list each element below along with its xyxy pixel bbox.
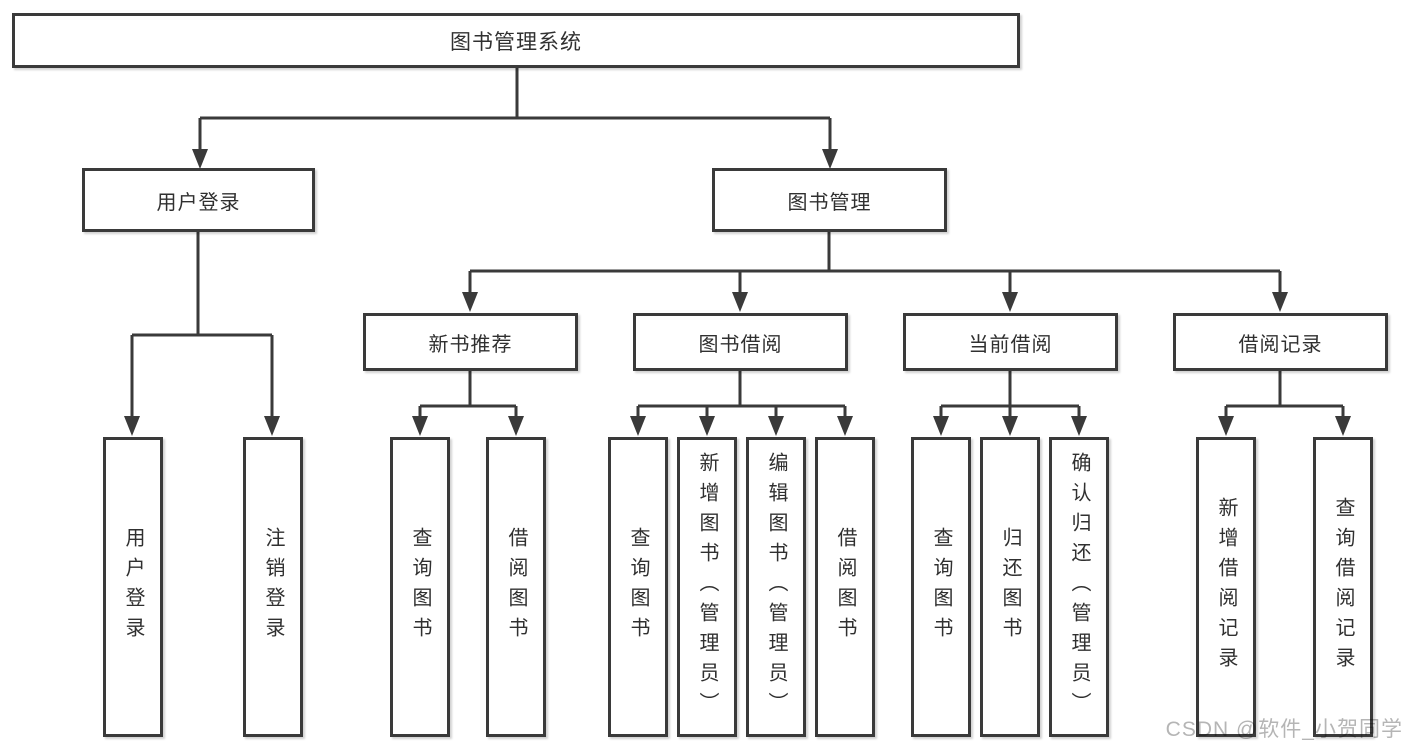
leaf-confirm-return-admin: 确认归还（管理员） <box>1049 437 1109 737</box>
leaf-edit-book-admin: 编辑图书（管理员） <box>746 437 806 737</box>
connector-book-management-children <box>462 232 1288 312</box>
connector-book-borrowing-children <box>630 371 853 436</box>
node-borrowing-records: 借阅记录 <box>1173 313 1388 371</box>
leaf-return-books: 归还图书 <box>980 437 1040 737</box>
leaf-logout: 注销登录 <box>243 437 303 737</box>
leaf-add-book-admin: 新增图书（管理员） <box>677 437 737 737</box>
leaf-add-borrow-record: 新增借阅记录 <box>1196 437 1256 737</box>
connector-root-to-level2 <box>192 68 838 169</box>
connector-user-login-children <box>124 232 280 436</box>
node-user-login: 用户登录 <box>82 168 315 232</box>
leaf-query-books-borrowing: 查询图书 <box>608 437 668 737</box>
node-book-management: 图书管理 <box>712 168 947 232</box>
leaf-user-login: 用户登录 <box>103 437 163 737</box>
connector-borrowing-records-children <box>1218 371 1351 436</box>
leaf-query-borrow-record: 查询借阅记录 <box>1313 437 1373 737</box>
node-library-management-system: 图书管理系统 <box>12 13 1020 68</box>
node-current-borrowing: 当前借阅 <box>903 313 1118 371</box>
leaf-query-books-recommend: 查询图书 <box>390 437 450 737</box>
node-book-borrowing: 图书借阅 <box>633 313 848 371</box>
leaf-borrow-books-recommend: 借阅图书 <box>486 437 546 737</box>
leaf-query-books-current: 查询图书 <box>911 437 971 737</box>
connector-new-book-recommendation-children <box>412 371 524 436</box>
leaf-borrow-books-borrowing: 借阅图书 <box>815 437 875 737</box>
csdn-watermark: CSDN @软件_小贺同学 <box>1165 718 1403 741</box>
connector-current-borrowing-children <box>933 371 1087 436</box>
node-new-book-recommendation: 新书推荐 <box>363 313 578 371</box>
